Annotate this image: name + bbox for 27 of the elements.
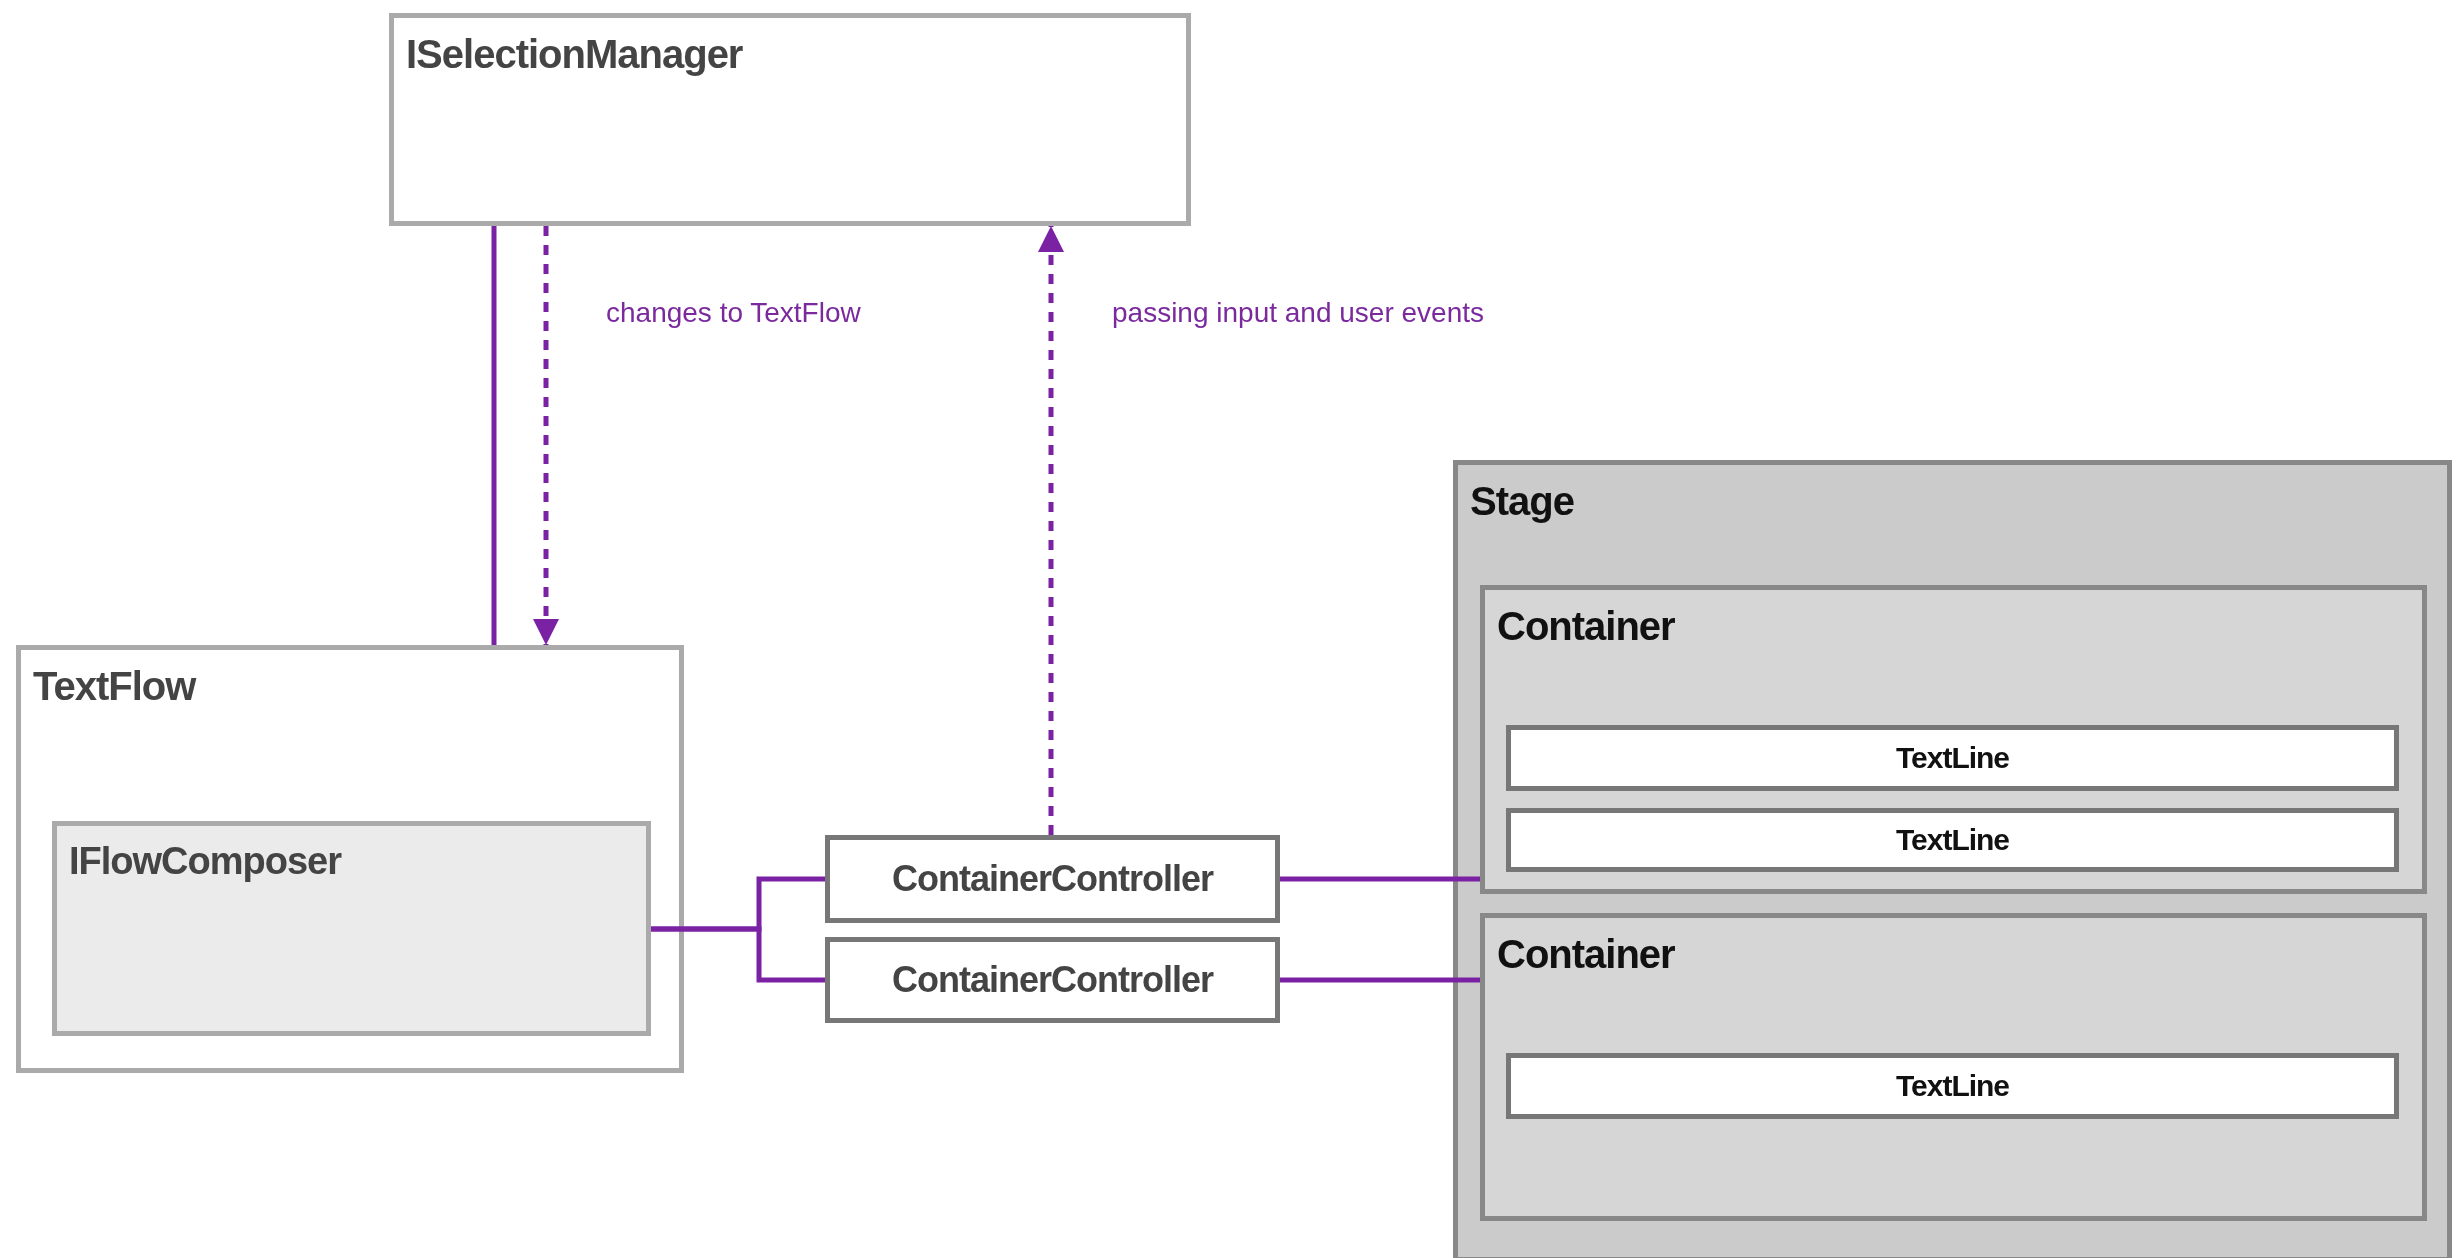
node-title: Container: [1497, 932, 1675, 977]
node-title: IFlowComposer: [69, 840, 342, 883]
node-title: TextLine: [1894, 1069, 2011, 1103]
stage-panel: [1453, 460, 2452, 1258]
node-title: TextLine: [1894, 741, 2011, 775]
container-box: [1480, 913, 2427, 1221]
node-title: TextFlow: [33, 664, 196, 709]
container-box: [1480, 585, 2427, 894]
edge-label: passing input and user events: [1112, 297, 1485, 329]
node-title: ContainerController: [891, 959, 1215, 1001]
connector-line: [651, 926, 825, 983]
arrow: [533, 226, 559, 645]
controller-box: [825, 937, 1280, 1023]
edge-label: changes to TextFlow: [606, 297, 861, 329]
node-title: ISelectionManager: [406, 32, 743, 77]
class-box: [52, 821, 651, 1036]
class-box: [389, 13, 1191, 226]
controller-box: [825, 835, 1280, 923]
connector-line: [491, 226, 497, 645]
node-title: TextLine: [1894, 823, 2011, 857]
connector-line: [1280, 876, 1480, 882]
connector-line: [1280, 977, 1480, 983]
node-title: Container: [1497, 604, 1675, 649]
arrow: [1038, 226, 1064, 835]
node-title: Stage: [1470, 479, 1574, 524]
node-title: ContainerController: [891, 858, 1215, 900]
class-box: [16, 645, 684, 1073]
